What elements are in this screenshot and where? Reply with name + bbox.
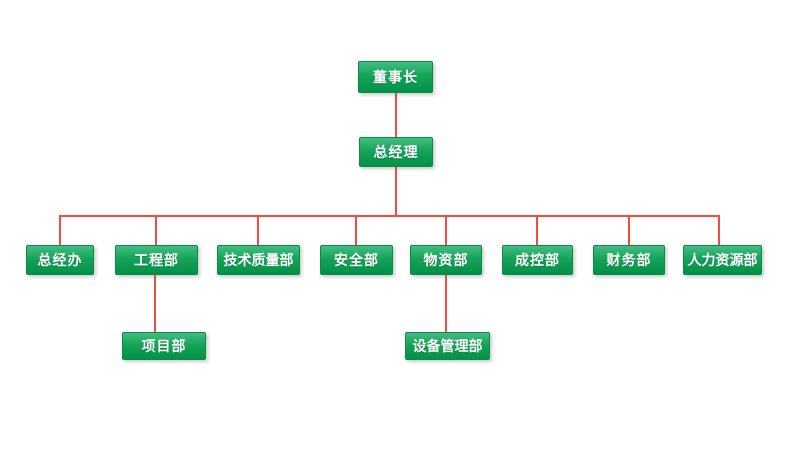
connector-drop-finance xyxy=(628,215,630,245)
org-node-equipment-mgmt: 设备管理部 xyxy=(405,332,490,360)
connector-chairman-to-gm xyxy=(395,93,397,137)
connector-drop-materials xyxy=(445,215,447,245)
org-node-general-office: 总经办 xyxy=(26,245,94,275)
org-node-safety: 安全部 xyxy=(320,245,393,275)
org-node-general-manager: 总经理 xyxy=(359,137,433,167)
connector-drop-cost-control xyxy=(536,215,538,245)
org-node-human-resources: 人力资源部 xyxy=(683,245,762,275)
connector-hbar xyxy=(59,215,720,217)
org-node-cost-control: 成控部 xyxy=(502,245,573,275)
org-node-tech-quality: 技术质量部 xyxy=(217,245,300,275)
org-node-materials: 物资部 xyxy=(410,245,482,275)
connector-gm-to-hbar xyxy=(395,167,397,215)
connector-drop-human-resources xyxy=(718,215,720,245)
connector-drop-tech-quality xyxy=(257,215,259,245)
connector-engineering-to-project xyxy=(154,275,156,332)
connector-drop-general-office xyxy=(59,215,61,245)
org-node-chairman: 董事长 xyxy=(358,61,433,93)
connector-materials-to-equipment xyxy=(445,275,447,332)
connector-drop-safety xyxy=(355,215,357,245)
org-node-engineering: 工程部 xyxy=(115,245,198,275)
org-node-finance: 财务部 xyxy=(593,245,665,275)
connector-drop-engineering xyxy=(155,215,157,245)
org-node-project: 项目部 xyxy=(122,332,206,360)
